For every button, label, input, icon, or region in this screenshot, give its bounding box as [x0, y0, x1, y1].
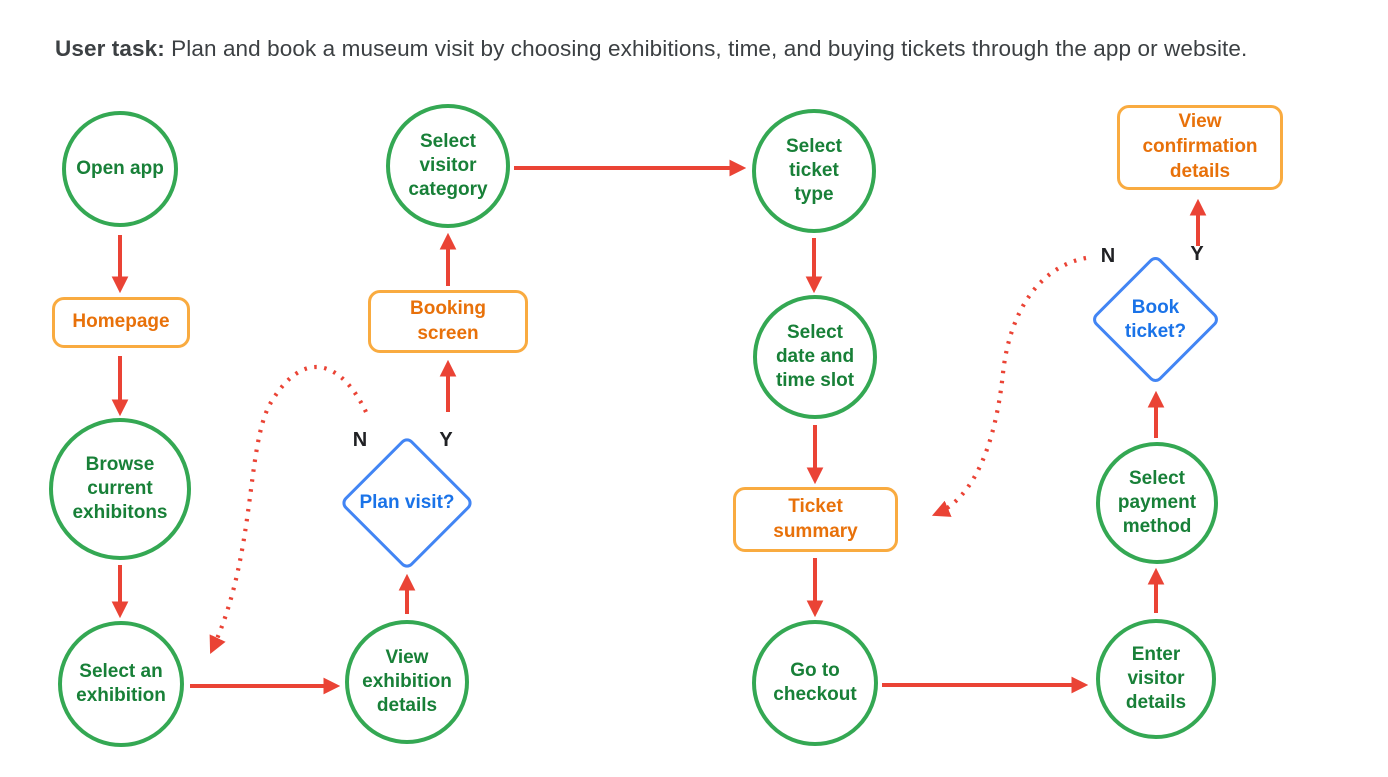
screen-homepage: Homepage — [52, 297, 190, 348]
screen-ticket-summary: Ticket summary — [733, 487, 898, 552]
screen-view-confirmation-details-label: View confirmation details — [1142, 111, 1258, 182]
user-task-header: User task: Plan and book a museum visit … — [55, 33, 1310, 66]
decision-plan-visit: Plan visit? — [339, 435, 475, 571]
step-select-visitor-category: Select visitor category — [386, 104, 510, 228]
step-select-an-exhibition: Select an exhibition — [58, 621, 184, 747]
dotted-arrow-book-ticket-no-to-ticket-summary — [931, 255, 1087, 517]
step-select-an-exhibition-label: Select an exhibition — [76, 660, 166, 706]
screen-ticket-summary-label: Ticket summary — [773, 495, 858, 542]
screen-homepage-label: Homepage — [72, 311, 170, 333]
step-select-payment-method: Select payment method — [1096, 442, 1218, 564]
plan-visit-no-label: N — [352, 429, 368, 451]
book-ticket-no-label: N — [1100, 245, 1116, 267]
screen-booking-screen: Booking screen — [368, 290, 528, 353]
step-enter-visitor-details: Enter visitor details — [1096, 619, 1216, 739]
step-open-app-label: Open app — [76, 157, 164, 179]
book-ticket-yes-label: Y — [1190, 243, 1204, 265]
user-task-text: Plan and book a museum visit by choosing… — [164, 36, 1248, 61]
step-go-to-checkout: Go to checkout — [752, 620, 878, 746]
decision-book-ticket-label: Book ticket? — [1124, 296, 1187, 342]
screen-booking-screen-label: Booking screen — [410, 297, 486, 344]
step-view-exhibition-details: View exhibition details — [345, 620, 469, 744]
step-select-date-and-time-slot-label: Select date and time slot — [775, 321, 855, 392]
step-go-to-checkout-label: Go to checkout — [773, 659, 857, 705]
plan-visit-yes-label: Y — [439, 429, 453, 451]
step-open-app: Open app — [62, 111, 178, 227]
user-task-label: User task: — [55, 36, 165, 61]
decision-plan-visit-label: Plan visit? — [359, 492, 455, 514]
screen-view-confirmation-details: View confirmation details — [1117, 105, 1283, 190]
step-enter-visitor-details-label: Enter visitor details — [1125, 643, 1187, 714]
decision-book-ticket: Book ticket? — [1089, 253, 1222, 386]
step-select-date-and-time-slot: Select date and time slot — [753, 295, 877, 419]
step-browse-current-exhibitions: Browse current exhibitons — [49, 418, 191, 560]
dotted-arrow-plan-visit-no-to-select-exhibition — [209, 364, 368, 654]
step-view-exhibition-details-label: View exhibition details — [362, 646, 452, 717]
step-browse-current-exhibitions-label: Browse current exhibitons — [72, 453, 168, 524]
step-select-ticket-type-label: Select ticket type — [786, 135, 842, 206]
step-select-payment-method-label: Select payment method — [1117, 467, 1197, 538]
step-select-ticket-type: Select ticket type — [752, 109, 876, 233]
step-select-visitor-category-label: Select visitor category — [408, 130, 488, 201]
